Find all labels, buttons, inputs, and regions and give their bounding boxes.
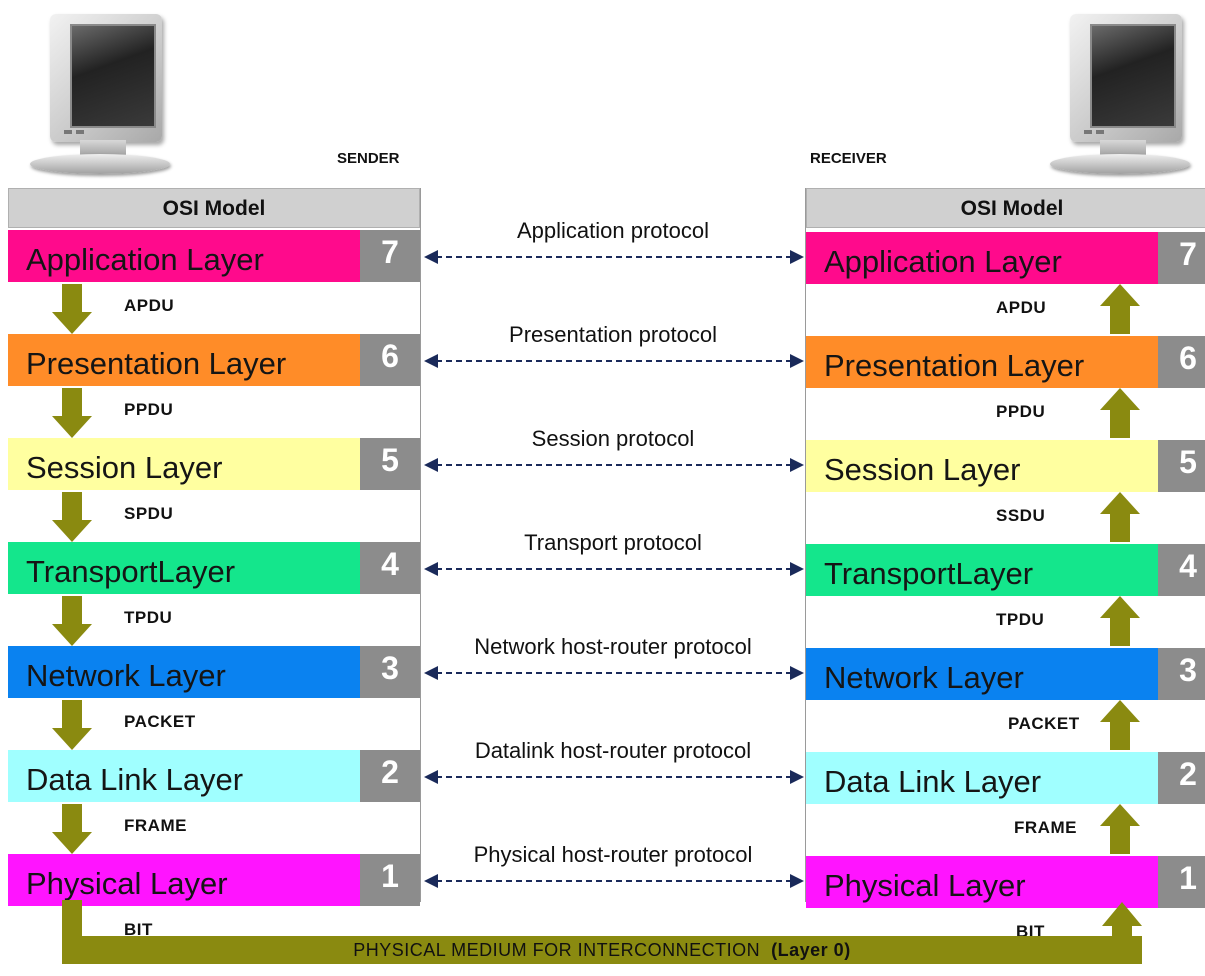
sender-layer-name: Presentation Layer bbox=[8, 334, 360, 386]
sender-layer-name: TransportLayer bbox=[8, 542, 360, 594]
sender-pdu-transport: TPDU bbox=[124, 608, 173, 627]
receiver-stack-title: OSI Model bbox=[806, 188, 1205, 228]
up-arrow-icon bbox=[1100, 596, 1140, 646]
sender-layer-number: 5 bbox=[360, 438, 420, 490]
protocol-link-session bbox=[424, 458, 804, 472]
sender-pdu-presentation: PPDU bbox=[124, 400, 174, 419]
receiver-layer-name: Physical Layer bbox=[806, 856, 1158, 908]
down-arrow-icon bbox=[52, 284, 92, 334]
sender-layer-name: Data Link Layer bbox=[8, 750, 360, 802]
receiver-pdu-network: PACKET bbox=[1008, 714, 1080, 733]
up-arrow-icon bbox=[1100, 804, 1140, 854]
protocol-label-session: Session protocol bbox=[531, 426, 695, 451]
receiver-pdu-transport: TPDU bbox=[996, 610, 1045, 629]
receiver-pdu-datalink: FRAME bbox=[1014, 818, 1077, 837]
sender-pdu-network: PACKET bbox=[124, 712, 196, 731]
arrow-right-icon bbox=[790, 458, 804, 472]
protocol-link-datalink bbox=[424, 770, 804, 784]
protocol-label-physical: Physical host-router protocol bbox=[473, 842, 753, 867]
down-arrow-icon bbox=[52, 700, 92, 750]
arrow-left-icon bbox=[424, 666, 438, 680]
receiver-layer-name: Application Layer bbox=[806, 232, 1158, 284]
arrow-left-icon bbox=[424, 354, 438, 368]
protocol-label-application: Application protocol bbox=[516, 218, 709, 243]
protocol-link-application bbox=[424, 250, 804, 264]
arrow-right-icon bbox=[790, 666, 804, 680]
receiver-layer-name: Data Link Layer bbox=[806, 752, 1158, 804]
sender-layer-name: Session Layer bbox=[8, 438, 360, 490]
receiver-layer-number: 6 bbox=[1158, 336, 1205, 388]
up-arrow-icon bbox=[1100, 700, 1140, 750]
up-arrow-icon bbox=[1100, 388, 1140, 438]
arrow-left-icon bbox=[424, 562, 438, 576]
sender-pdu-session: SPDU bbox=[124, 504, 174, 523]
receiver-layer-number: 1 bbox=[1158, 856, 1205, 908]
arrow-left-icon bbox=[424, 874, 438, 888]
down-arrow-icon bbox=[52, 492, 92, 542]
protocol-link-transport bbox=[424, 562, 804, 576]
protocol-label-presentation: Presentation protocol bbox=[509, 322, 717, 347]
sender-layer-name: Network Layer bbox=[8, 646, 360, 698]
sender-layer-number: 6 bbox=[360, 334, 420, 386]
receiver-computer-icon bbox=[1040, 14, 1190, 174]
sender-layer-number: 3 bbox=[360, 646, 420, 698]
arrow-right-icon bbox=[790, 874, 804, 888]
physical-medium: PHYSICAL MEDIUM FOR INTERCONNECTION (Lay… bbox=[62, 900, 1142, 976]
protocol-link-network bbox=[424, 666, 804, 680]
receiver-label: RECEIVER bbox=[810, 150, 887, 167]
receiver-pdu-session: SSDU bbox=[996, 506, 1046, 525]
sender-pdu-application: APDU bbox=[124, 296, 175, 315]
protocol-label-transport: Transport protocol bbox=[524, 530, 702, 555]
sender-computer-icon bbox=[20, 14, 170, 174]
receiver-layer-number: 3 bbox=[1158, 648, 1205, 700]
up-arrow-icon bbox=[1100, 492, 1140, 542]
receiver-layer-number: 5 bbox=[1158, 440, 1205, 492]
sender-layer-number: 4 bbox=[360, 542, 420, 594]
down-arrow-icon bbox=[52, 596, 92, 646]
arrow-right-icon bbox=[790, 562, 804, 576]
physical-medium-label: PHYSICAL MEDIUM FOR INTERCONNECTION (Lay… bbox=[353, 940, 851, 960]
arrow-right-icon bbox=[790, 250, 804, 264]
receiver-layer-name: Session Layer bbox=[806, 440, 1158, 492]
sender-stack-title: OSI Model bbox=[8, 188, 420, 228]
arrow-left-icon bbox=[424, 458, 438, 472]
receiver-layer-number: 2 bbox=[1158, 752, 1205, 804]
protocol-label-datalink: Datalink host-router protocol bbox=[474, 738, 752, 763]
receiver-pdu-application: APDU bbox=[996, 298, 1047, 317]
sender-pdu-datalink: FRAME bbox=[124, 816, 187, 835]
protocol-label-network: Network host-router protocol bbox=[474, 634, 752, 659]
arrow-left-icon bbox=[424, 250, 438, 264]
receiver-layer-number: 7 bbox=[1158, 232, 1205, 284]
protocol-link-presentation bbox=[424, 354, 804, 368]
up-arrow-icon bbox=[1100, 284, 1140, 334]
sender-layer-number: 2 bbox=[360, 750, 420, 802]
receiver-layer-name: TransportLayer bbox=[806, 544, 1158, 596]
protocol-link-physical bbox=[424, 874, 804, 888]
sender-layer-number: 1 bbox=[360, 854, 420, 906]
receiver-layer-name: Network Layer bbox=[806, 648, 1158, 700]
sender-layer-name: Application Layer bbox=[8, 230, 360, 282]
sender-label: SENDER bbox=[337, 150, 400, 167]
receiver-layer-name: Presentation Layer bbox=[806, 336, 1158, 388]
sender-layer-name: Physical Layer bbox=[8, 854, 360, 906]
receiver-layer-number: 4 bbox=[1158, 544, 1205, 596]
sender-layer-number: 7 bbox=[360, 230, 420, 282]
arrow-right-icon bbox=[790, 354, 804, 368]
arrow-left-icon bbox=[424, 770, 438, 784]
medium-arrow-up-icon bbox=[1102, 902, 1142, 926]
arrow-right-icon bbox=[790, 770, 804, 784]
down-arrow-icon bbox=[52, 804, 92, 854]
receiver-pdu-presentation: PPDU bbox=[996, 402, 1046, 421]
down-arrow-icon bbox=[52, 388, 92, 438]
sender-pdu-physical: BIT bbox=[124, 920, 153, 939]
